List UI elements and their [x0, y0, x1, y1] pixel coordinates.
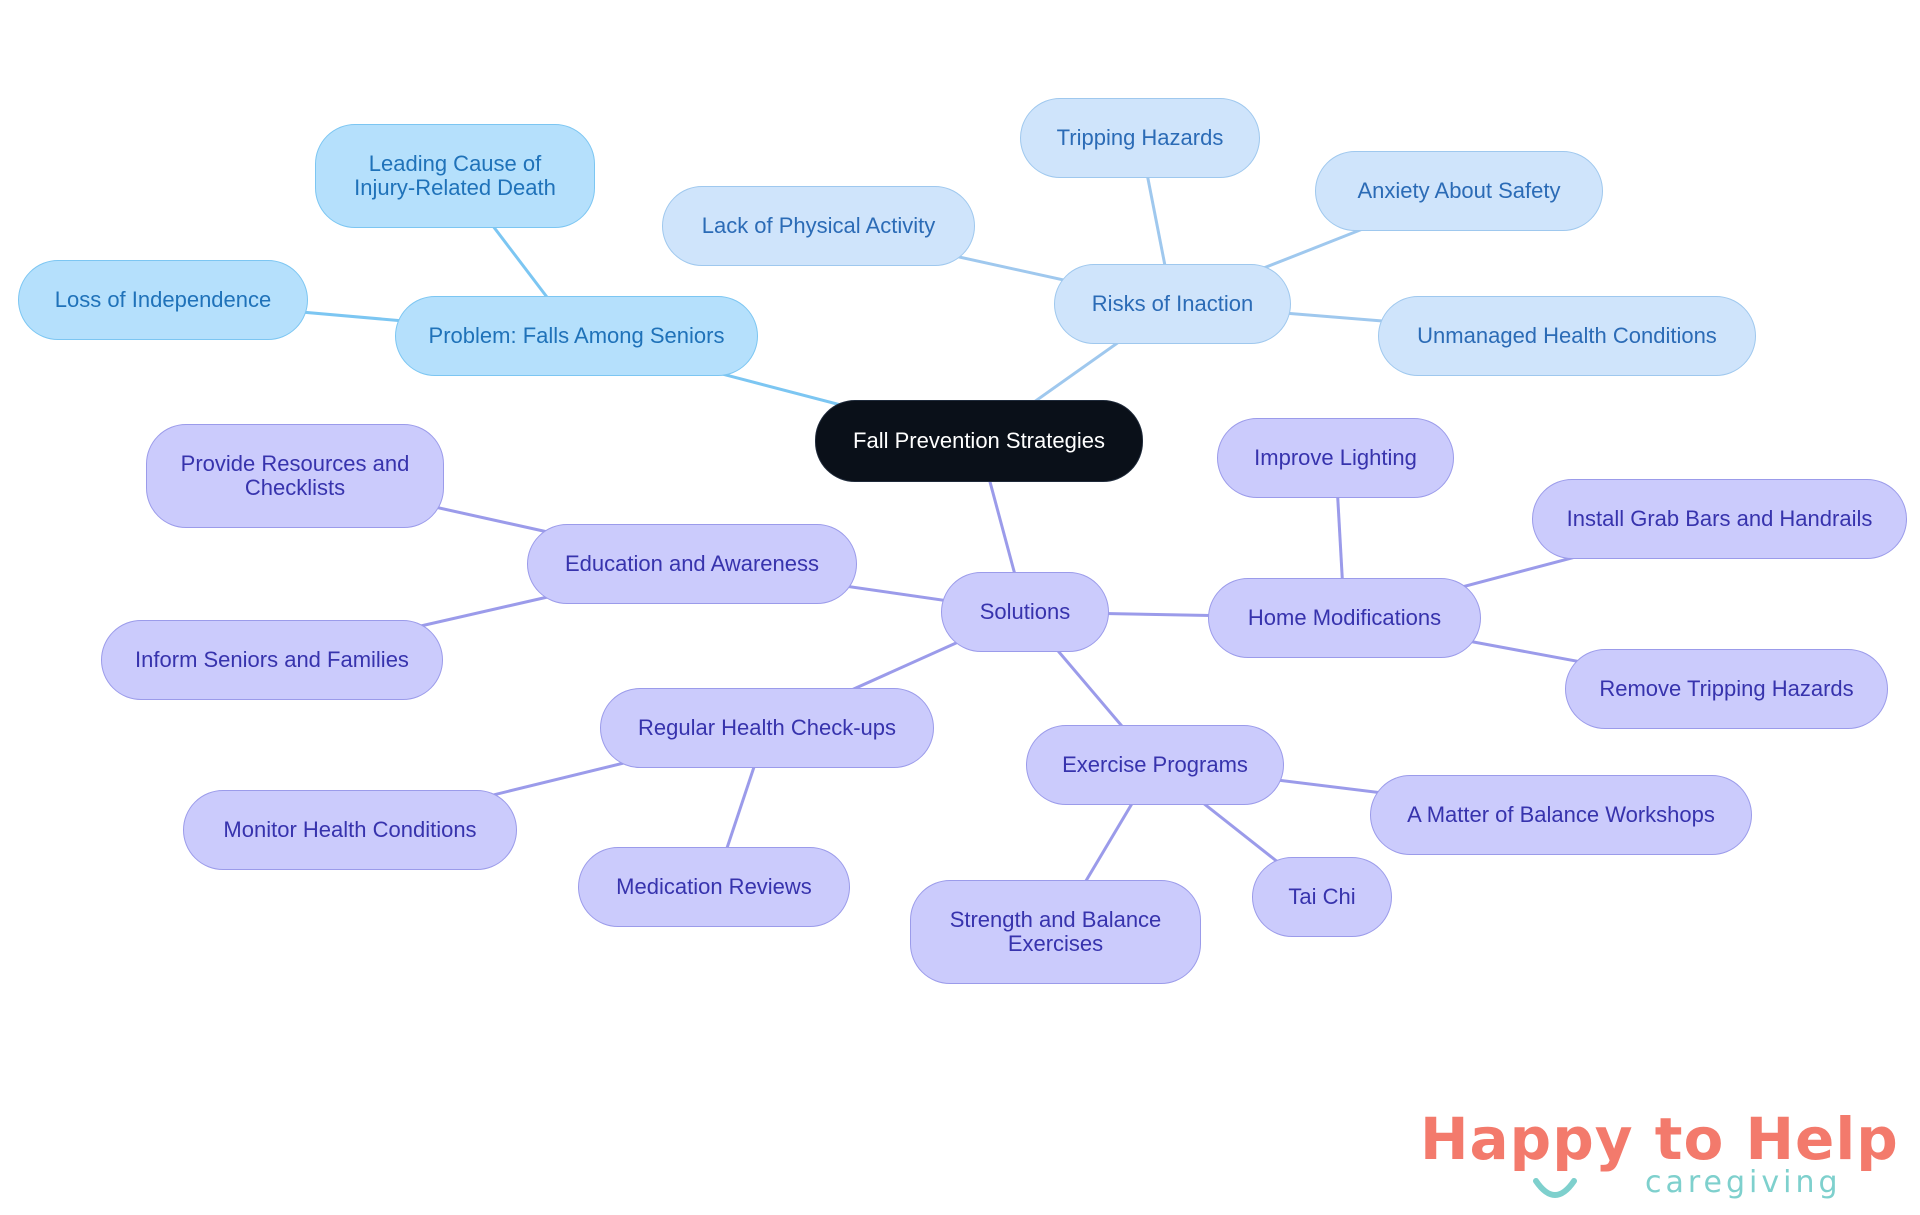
exercise-child-strength[interactable]: Strength and Balance Exercises	[910, 880, 1201, 984]
home-node[interactable]: Home Modifications	[1208, 578, 1481, 658]
health-child-monitor[interactable]: Monitor Health Conditions	[183, 790, 517, 870]
happy-to-help-logo: Happy to Help caregiving	[1420, 1105, 1898, 1215]
education-child-resources[interactable]: Provide Resources and Checklists	[146, 424, 444, 528]
health-child-medication[interactable]: Medication Reviews	[578, 847, 850, 927]
risk-child-health-conditions[interactable]: Unmanaged Health Conditions	[1378, 296, 1756, 376]
problem-node[interactable]: Problem: Falls Among Seniors	[395, 296, 758, 376]
logo-tagline: caregiving	[1645, 1165, 1842, 1200]
risks-node[interactable]: Risks of Inaction	[1054, 264, 1291, 344]
smile-icon	[1533, 1178, 1577, 1198]
home-child-grab-bars[interactable]: Install Grab Bars and Handrails	[1532, 479, 1907, 559]
education-node[interactable]: Education and Awareness	[527, 524, 857, 604]
exercise-child-tai-chi[interactable]: Tai Chi	[1252, 857, 1392, 937]
health-node[interactable]: Regular Health Check-ups	[600, 688, 934, 768]
exercise-child-balance-workshops[interactable]: A Matter of Balance Workshops	[1370, 775, 1752, 855]
risk-child-physical-activity[interactable]: Lack of Physical Activity	[662, 186, 975, 266]
logo-wordmark: Happy to Help	[1420, 1105, 1899, 1173]
problem-child-loss-independence[interactable]: Loss of Independence	[18, 260, 308, 340]
home-child-remove-hazards[interactable]: Remove Tripping Hazards	[1565, 649, 1888, 729]
root-node[interactable]: Fall Prevention Strategies	[815, 400, 1143, 482]
risk-child-tripping-hazards[interactable]: Tripping Hazards	[1020, 98, 1260, 178]
exercise-node[interactable]: Exercise Programs	[1026, 725, 1284, 805]
risk-child-anxiety[interactable]: Anxiety About Safety	[1315, 151, 1603, 231]
problem-child-leading-cause[interactable]: Leading Cause of Injury-Related Death	[315, 124, 595, 228]
solutions-node[interactable]: Solutions	[941, 572, 1109, 652]
home-child-lighting[interactable]: Improve Lighting	[1217, 418, 1454, 498]
education-child-inform[interactable]: Inform Seniors and Families	[101, 620, 443, 700]
